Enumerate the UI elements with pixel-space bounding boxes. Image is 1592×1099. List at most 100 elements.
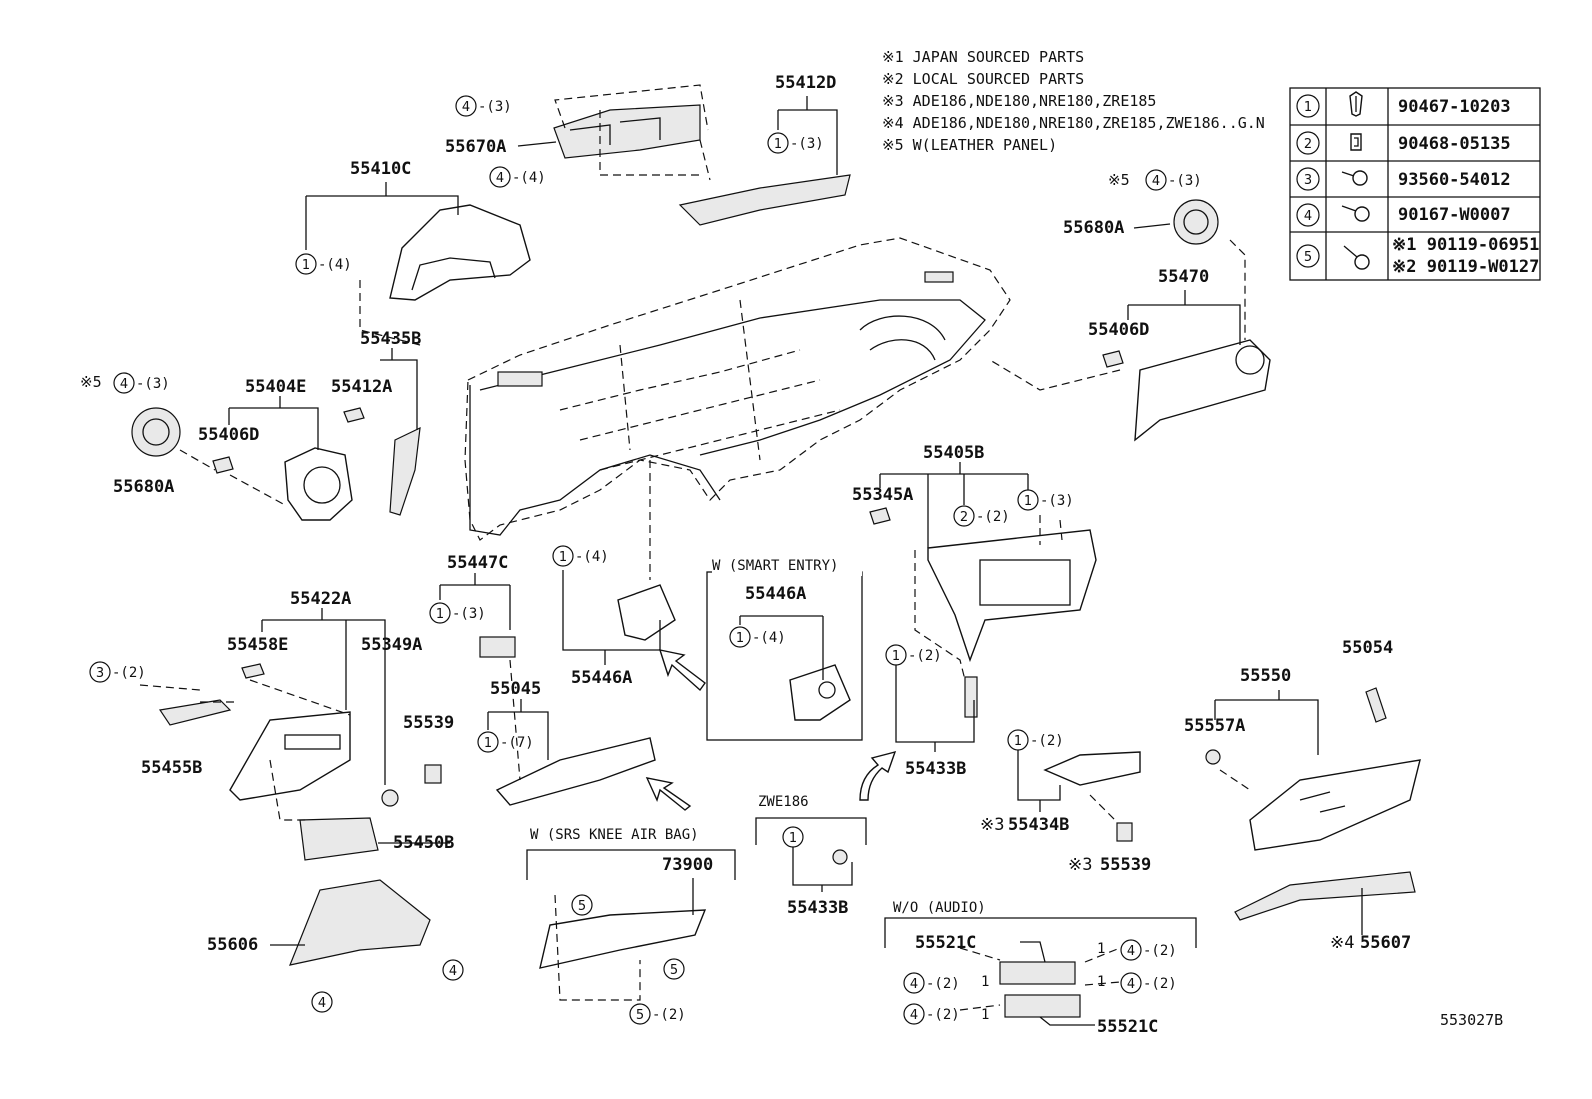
- part-top-cover: [678, 174, 851, 226]
- legend-part-number: 90467-10203: [1398, 97, 1511, 117]
- callout-qty: -(4): [512, 170, 546, 186]
- part-label: 55434B: [1008, 815, 1069, 835]
- callout-num: 4: [1152, 174, 1160, 189]
- part-switch-bezel: [424, 751, 1141, 842]
- callout-num: 1: [1014, 734, 1022, 749]
- callout-qty: -(4): [318, 257, 352, 273]
- legend-part-number: ※1 90119-06951: [1392, 235, 1539, 255]
- part-label-mark: ※3: [980, 815, 1004, 835]
- part-labels: 55412D 55670A 55410C 55680A 55470 55406D…: [80, 73, 1503, 1037]
- diagram-reference-number: 553027B: [1440, 1011, 1503, 1029]
- callout-num: 4: [318, 996, 326, 1011]
- screw-icon: [1341, 170, 1368, 186]
- legend-num-circle: [1296, 167, 1320, 191]
- part-left-vent-bezel: [284, 447, 353, 521]
- part-label: 55670A: [445, 137, 506, 157]
- srs-label: W (SRS KNEE AIR BAG): [530, 827, 699, 843]
- part-label: 55455B: [141, 758, 202, 778]
- part-glove-upper-panel: [1134, 339, 1271, 442]
- callout-qty: -(2): [976, 509, 1010, 525]
- part-left-vent-knob: [131, 407, 181, 457]
- part-label: 55412D: [775, 73, 836, 93]
- legend-num-circle: [1296, 203, 1320, 227]
- callouts: 4-(3) 4-(4) 1-(3) 1-(4) 4-(3) 4-(3) 1-(4…: [89, 95, 1202, 1025]
- callout-qty: -(2): [1030, 733, 1064, 749]
- notes-block: ※1 JAPAN SOURCED PARTS ※2 LOCAL SOURCED …: [882, 48, 1265, 154]
- callout-qty: -(3): [452, 606, 486, 622]
- callout-num: 4: [449, 964, 457, 979]
- part-label: 55412A: [331, 377, 392, 397]
- callout-num: 2: [960, 510, 968, 525]
- panel-vent: [497, 371, 543, 387]
- arrow-icon: [645, 777, 692, 811]
- part-label: 55680A: [1063, 218, 1124, 238]
- legend-part-number: 90468-05135: [1398, 134, 1511, 154]
- callout-num: 1: [1024, 494, 1032, 509]
- arrow-icon: [658, 649, 706, 692]
- legend-num: 4: [1304, 209, 1312, 224]
- part-label: 55521C: [1097, 1017, 1158, 1037]
- part-left-side-panel: [389, 426, 421, 516]
- legend-num: 5: [1304, 250, 1312, 265]
- note-3: ※3 ADE186,NDE180,NRE180,ZRE185: [882, 92, 1156, 110]
- callout-qty: -(3): [1168, 173, 1202, 189]
- callout-num: 1: [436, 607, 444, 622]
- legend-num: 2: [1304, 137, 1312, 152]
- part-center-lower-cover: [617, 584, 676, 641]
- callout-num: 4: [462, 100, 470, 115]
- instrument-panel-outline: [464, 237, 1011, 541]
- part-misc-clips: [158, 676, 978, 865]
- note-1: ※1 JAPAN SOURCED PARTS: [882, 48, 1084, 66]
- legend-num: 3: [1304, 173, 1312, 188]
- part-center-cluster: [927, 529, 1097, 663]
- legend-part-number: 93560-54012: [1398, 170, 1511, 190]
- part-right-vent-knob: [1173, 199, 1219, 245]
- part-label: 55410C: [350, 159, 411, 179]
- part-cluster-hood: [389, 204, 531, 301]
- part-glove-damper: [1205, 687, 1387, 765]
- audio-label: W/O (AUDIO): [893, 900, 986, 916]
- callout-qty: -(3): [1040, 493, 1074, 509]
- callout-num: 1: [1097, 941, 1105, 957]
- legend-num-circle: [1296, 131, 1320, 155]
- part-label: 73900: [662, 855, 713, 875]
- callout-qty: -(3): [136, 376, 170, 392]
- srs-box: W (SRS KNEE AIR BAG): [526, 827, 736, 880]
- part-small-clip: [212, 350, 1124, 679]
- part-switch-block: [479, 636, 516, 658]
- zwe-label: ZWE186: [758, 794, 809, 810]
- part-label: 55422A: [290, 589, 351, 609]
- part-label: 55045: [490, 679, 541, 699]
- part-label: 55446A: [745, 584, 806, 604]
- part-label: 55539: [403, 713, 454, 733]
- part-label: 55606: [207, 935, 258, 955]
- part-under-cover: [289, 879, 431, 966]
- clip-icon: [1349, 91, 1363, 117]
- part-label: 55406D: [1088, 320, 1149, 340]
- callout-num: 1: [559, 550, 567, 565]
- note-2: ※2 LOCAL SOURCED PARTS: [882, 70, 1084, 88]
- callout-num: 4: [1127, 977, 1135, 992]
- part-label: 55349A: [361, 635, 422, 655]
- callout-num: 1: [774, 137, 782, 152]
- part-label: 55405B: [923, 443, 984, 463]
- callout-qty: -(7): [500, 735, 534, 751]
- screw-icon: [1341, 205, 1370, 222]
- callout-qty: -(3): [790, 136, 824, 152]
- part-label: 55054: [1342, 638, 1393, 658]
- part-label: 55435B: [360, 329, 421, 349]
- clip-icon: [1350, 133, 1362, 151]
- callout-num: 3: [96, 666, 104, 681]
- callout-num: 5: [636, 1008, 644, 1023]
- callout-qty: -(2): [926, 1007, 960, 1023]
- part-knee-panel: [495, 737, 656, 806]
- callout-qty: -(2): [652, 1007, 686, 1023]
- part-label: 55521C: [915, 933, 976, 953]
- legend-num: 1: [1304, 100, 1312, 115]
- direction-arrows: [645, 649, 897, 811]
- callout-qty: -(3): [478, 99, 512, 115]
- part-reinforcement: [1234, 871, 1416, 921]
- bolt-icon: [1343, 245, 1370, 270]
- callout-qty: -(2): [926, 976, 960, 992]
